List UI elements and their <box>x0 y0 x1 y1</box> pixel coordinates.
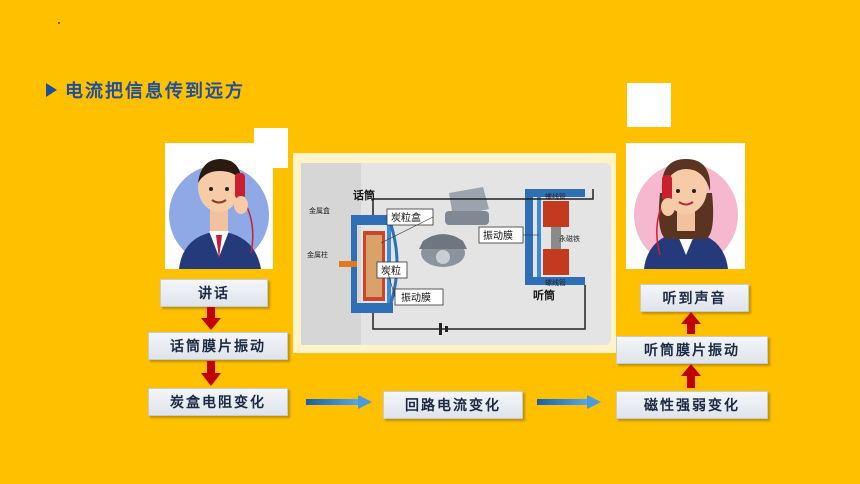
speak-box: 讲话 <box>160 279 268 307</box>
ear-diaphragm-vibrate-box: 听筒膜片振动 <box>616 336 768 364</box>
heading-text: 电流把信息传到远方 <box>65 81 245 102</box>
circuit-current-change-box: 回路电流变化 <box>383 391 523 419</box>
bullet-triangle-icon <box>46 83 57 97</box>
label-earpiece: 听筒 <box>533 288 555 302</box>
arrow-up-2 <box>681 364 701 388</box>
magnetism-change-box: 磁性强弱变化 <box>616 391 768 419</box>
arrow-down-1 <box>201 307 221 330</box>
arrow-right-2 <box>537 395 601 409</box>
mic-diaphragm-vibrate-box: 话筒膜片振动 <box>148 332 288 360</box>
label-magnet: 永磁铁 <box>559 234 580 243</box>
decor-dot <box>58 22 60 24</box>
woman-phone-avatar <box>626 143 745 269</box>
label-metal-post: 金属柱 <box>307 250 328 259</box>
carbon-resistance-change-box: 炭盒电阻变化 <box>148 388 288 416</box>
telephone-diagram: 话筒 金属盒 炭粒盒 金属柱 炭粒 振动膜 振动膜 螺线管 永磁铁 螺线管 听筒 <box>293 153 616 353</box>
arrow-right-1 <box>306 395 372 409</box>
section-heading: 电流把信息传到远方 <box>46 76 245 104</box>
label-diaphragm-ear: 振动膜 <box>483 229 513 242</box>
arrow-up-1 <box>681 312 701 334</box>
label-coil-bottom: 螺线管 <box>545 278 566 287</box>
arrow-down-2 <box>201 361 221 386</box>
placeholder-square-right <box>627 83 671 127</box>
label-diaphragm-mic: 振动膜 <box>401 291 431 304</box>
label-coil-top: 螺线管 <box>545 192 566 201</box>
label-mic: 话筒 <box>353 188 375 202</box>
man-phone-avatar <box>165 143 273 269</box>
label-metal-box: 金属盒 <box>309 206 330 215</box>
hear-sound-box: 听到声音 <box>640 284 749 312</box>
label-carbon: 炭粒 <box>381 264 401 277</box>
label-carbon-box: 炭粒盒 <box>391 211 421 224</box>
